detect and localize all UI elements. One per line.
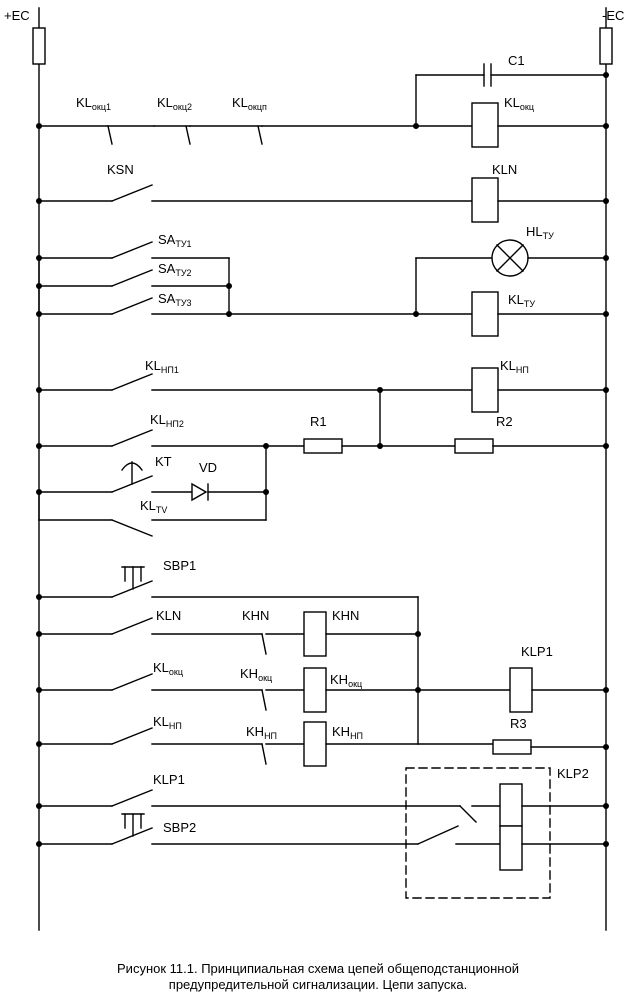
sa-tu2-contact (111, 269, 153, 287)
r3-resistor (492, 739, 532, 755)
kl-tu-label: KLТУ (508, 292, 535, 309)
kl-okc2-label: KLокц2 (157, 95, 192, 112)
klp1-contact-label: KLP1 (153, 772, 185, 787)
kl-okc-contact-label: KLокц (153, 660, 183, 677)
kl-np-coil (471, 367, 499, 413)
sbp1-label: SBP1 (163, 558, 196, 573)
klp2-coil-top (499, 783, 523, 827)
kln-coil (471, 177, 499, 223)
kl-okc1-label: KLокц1 (76, 95, 111, 112)
klp1-contact (111, 789, 153, 807)
kh-okc-coil-label: KHокц (330, 672, 362, 689)
minus-fuse (599, 27, 613, 65)
kln-coil-label: KLN (492, 162, 517, 177)
c1-label: C1 (508, 53, 525, 68)
klp2-enclosure (405, 767, 551, 899)
ksn-contact (111, 184, 153, 202)
kln-contact (111, 617, 153, 635)
kl-np2-contact (111, 429, 153, 447)
kh-okc-coil (303, 667, 327, 713)
kh-okc-contact-label: KHокц (240, 666, 272, 683)
kl-tv-label: KLTV (140, 498, 167, 515)
kl-okcn-contact (257, 125, 263, 145)
khn-contact-label: KHN (242, 608, 269, 623)
klp2-contact-b (417, 825, 459, 845)
plus-fuse (32, 27, 46, 65)
kln-contact-label: KLN (156, 608, 181, 623)
kl-np2-label: KLНП2 (150, 412, 184, 429)
sa-tu1-label: SAТУ1 (158, 232, 192, 249)
klp2-contact-a (459, 805, 477, 823)
kl-np-coil-label: KLНП (500, 358, 529, 375)
sa-tu1-contact (111, 241, 153, 259)
vd-label: VD (199, 460, 217, 475)
kl-okc-coil-label: KLокц (504, 95, 534, 112)
klp1-coil-label: KLP1 (521, 644, 553, 659)
kl-np1-contact (111, 373, 153, 391)
khn-contact (261, 633, 267, 655)
klp2-coil-bottom (499, 825, 523, 871)
kl-okc2-contact (185, 125, 191, 145)
sa-tu3-label: SAТУ3 (158, 291, 192, 308)
kh-np-coil-label: KHНП (332, 724, 363, 741)
sbp1-contact (111, 580, 153, 598)
kl-np-contact (111, 727, 153, 745)
kl-tv-contact (111, 519, 153, 537)
kh-np-contact-label: KHНП (246, 724, 277, 741)
sa-tu2-label: SAТУ2 (158, 261, 192, 278)
klp2-label: KLP2 (557, 766, 589, 781)
r1-resistor (303, 438, 343, 454)
caption-line-1: Рисунок 11.1. Принципиальная схема цепей… (117, 961, 519, 976)
r1-label: R1 (310, 414, 327, 429)
caption-line-2: предупредительной сигнализации. Цепи зап… (168, 977, 468, 992)
kt-label: KT (155, 454, 172, 469)
sa-tu3-contact (111, 297, 153, 315)
khn-coil (303, 611, 327, 657)
kl-tu-coil (471, 291, 499, 337)
kl-okc-contact (111, 673, 153, 691)
r2-label: R2 (496, 414, 513, 429)
r2-resistor (454, 438, 494, 454)
kl-okcn-label: KLокцп (232, 95, 267, 112)
r3-label: R3 (510, 716, 527, 731)
kh-okc-contact (261, 689, 267, 711)
hl-tu-label: HLТУ (526, 224, 554, 241)
junction-dots (36, 72, 609, 847)
vd-diode (191, 482, 208, 502)
ksn-label: KSN (107, 162, 134, 177)
kl-np-contact-label: KLНП (153, 714, 182, 731)
sbp2-contact (111, 827, 153, 845)
kl-okc-coil (471, 102, 499, 148)
klp1-coil (509, 667, 533, 713)
kl-np1-label: KLНП1 (145, 358, 179, 375)
kh-np-contact (261, 743, 267, 765)
kh-np-coil (303, 721, 327, 767)
minus-rail-label: -EC (602, 8, 624, 23)
kl-okc1-contact (107, 125, 113, 145)
plus-rail-label: +EC (4, 8, 30, 23)
sbp2-label: SBP2 (163, 820, 196, 835)
khn-coil-label: KHN (332, 608, 359, 623)
